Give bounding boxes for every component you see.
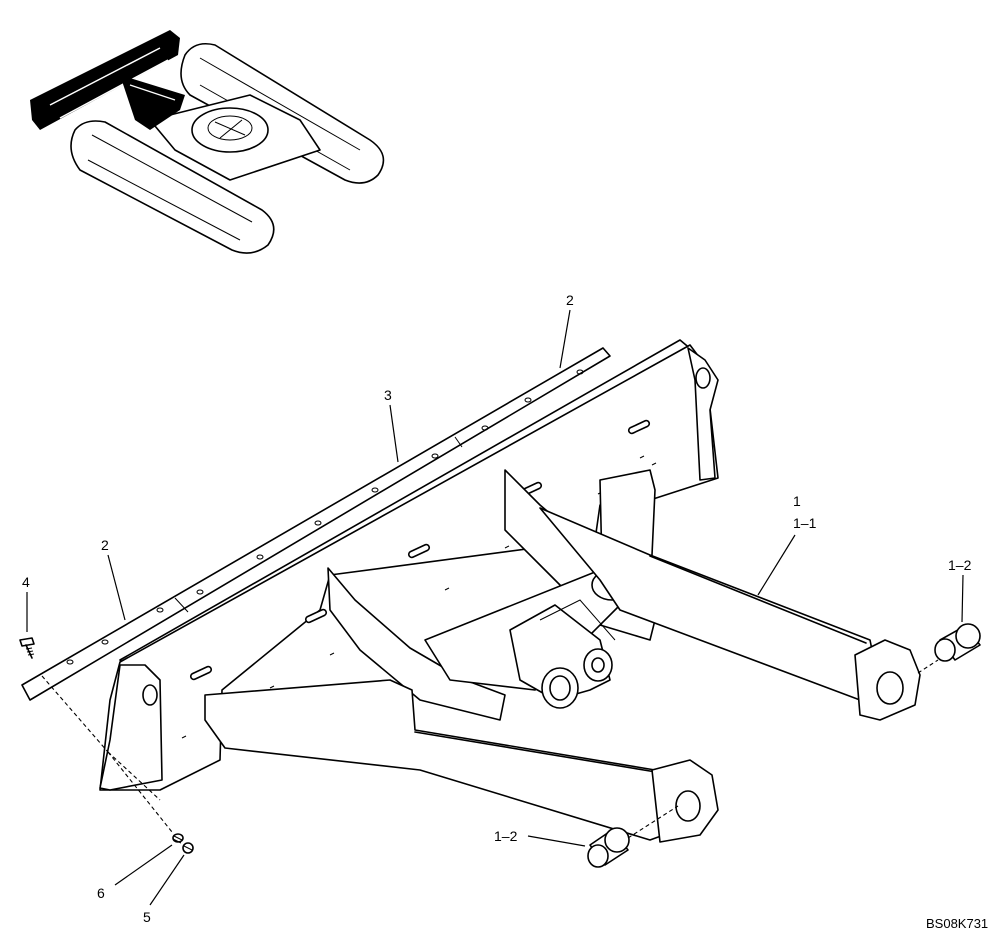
callout-1-1: 1–1: [793, 515, 817, 531]
callout-5: 5: [143, 909, 151, 925]
edge-bolt-holes: [66, 369, 584, 665]
callout-labels: 2 3 2 1 1–1 1–2 1–2 4 6 5: [22, 292, 972, 925]
callout-1-2-bottom: 1–2: [494, 828, 518, 844]
dozer-blade-assembly: [19, 339, 981, 868]
nut-washer-parts: [172, 833, 194, 854]
callout-1: 1: [793, 493, 801, 509]
bushing-right: [934, 623, 981, 662]
callout-1-2-right: 1–2: [948, 557, 972, 573]
callout-2-top: 2: [566, 292, 574, 308]
callout-6: 6: [97, 885, 105, 901]
bolt-part-4: [19, 637, 35, 659]
figure-code: BS08K731: [926, 916, 988, 931]
leader-lines: [26, 309, 964, 906]
callout-4: 4: [22, 574, 30, 590]
bushing-left: [587, 827, 630, 868]
undercarriage-thumbnail: [30, 30, 385, 254]
callout-2-left: 2: [101, 537, 109, 553]
callout-3: 3: [384, 387, 392, 403]
